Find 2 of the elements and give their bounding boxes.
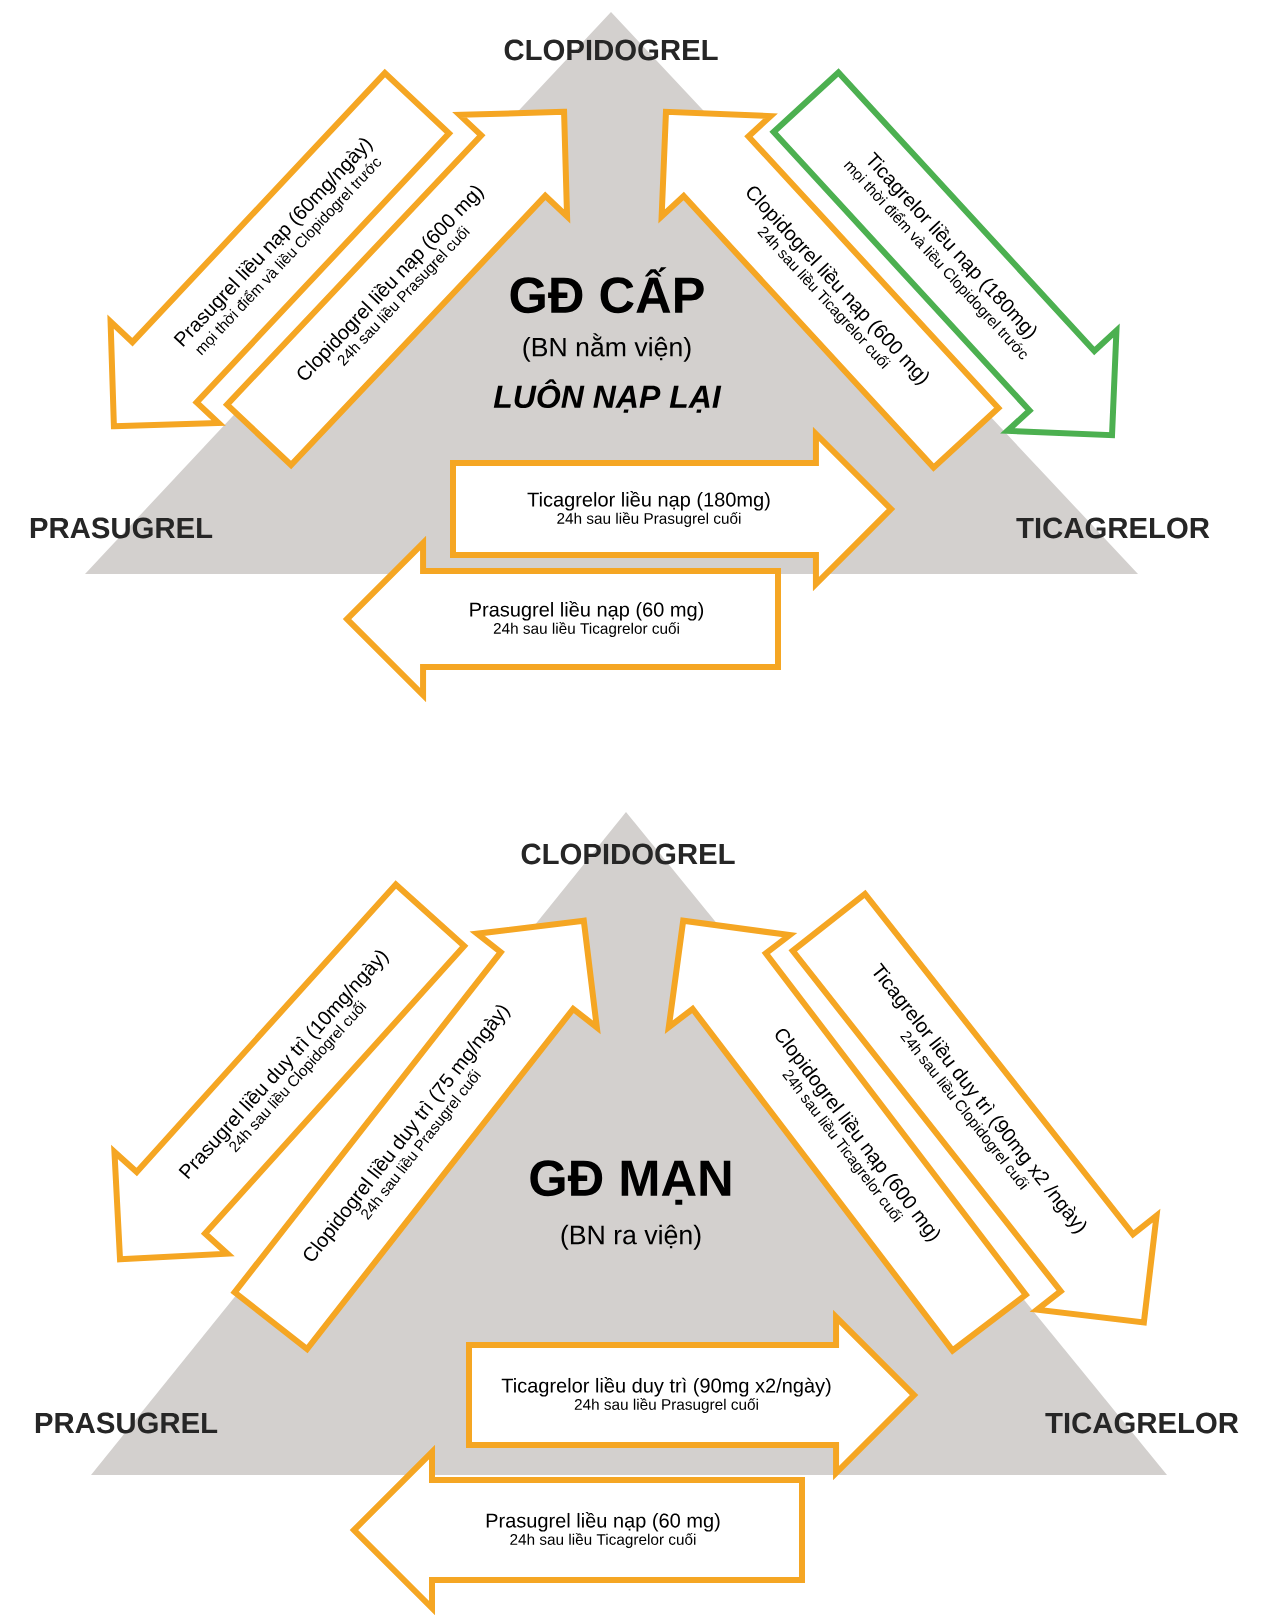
node-label: 24h sau liều Ticagrelor cuối bbox=[510, 1533, 696, 1548]
node-label: Prasugrel liều nạp (60 mg) bbox=[486, 1512, 720, 1532]
